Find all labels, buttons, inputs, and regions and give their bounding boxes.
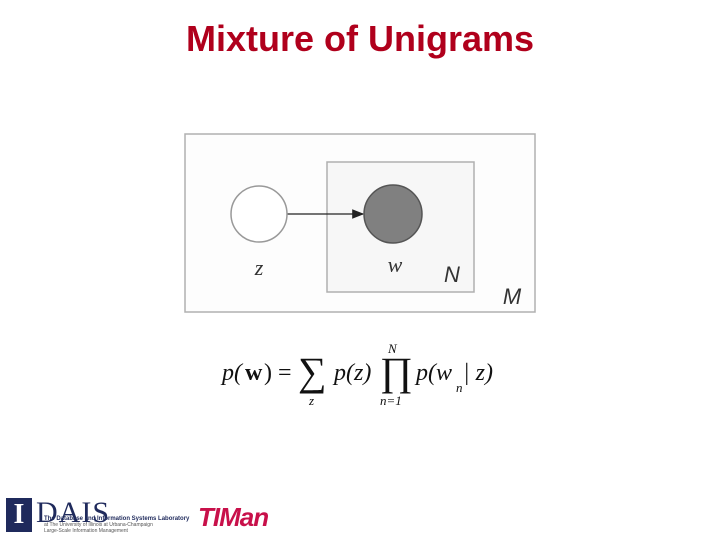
node-z-label: z: [254, 255, 264, 280]
footer-logos: I DAIS The Database and Information Syst…: [0, 490, 720, 540]
formula-pz: p(z): [334, 360, 372, 386]
formula-rhs-open: p(w: [416, 360, 452, 386]
node-z: [230, 185, 288, 243]
formula-rhs-close: | z): [463, 360, 493, 386]
dais-subtitle-line1: The Database and Information Systems Lab…: [44, 516, 190, 522]
plate-N-label: N: [444, 262, 460, 287]
prod-subscript: n=1: [380, 393, 402, 408]
sum-subscript: z: [309, 393, 315, 408]
illinois-logo: I: [6, 498, 32, 532]
formula-lhs-close: ) =: [264, 360, 292, 386]
formula-lhs-var: w: [245, 360, 263, 386]
dais-subtitle-line2: at The University of Illinois at Urbana-…: [44, 522, 153, 528]
dais-logo: DAIS: [36, 496, 111, 529]
dais-subtitle-line3: Large-Scale Information Management: [44, 528, 128, 534]
formula-lhs: p(: [222, 360, 242, 386]
dais-subtitle: The Database and Information Systems Lab…: [44, 516, 194, 534]
plate-M-label: M: [503, 284, 522, 309]
slide-title: Mixture of Unigrams: [185, 18, 535, 59]
graphical-model-diagram: z w N M: [184, 133, 536, 313]
node-w: [363, 184, 423, 244]
prod-symbol: ∏: [380, 349, 413, 394]
formula-rhs-subscript: n: [456, 380, 463, 395]
timan-logo: TIMan: [198, 502, 269, 532]
prod-superscript: N: [388, 341, 397, 356]
mixture-formula: p( w ) = ∑ z p(z) N ∏ n=1 p(w n | z): [210, 338, 520, 410]
sum-symbol: ∑: [298, 349, 327, 394]
node-w-label: w: [388, 252, 403, 277]
